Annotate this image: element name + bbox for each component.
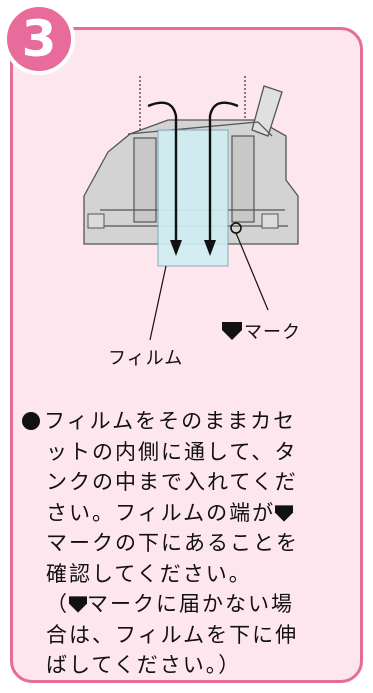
mark-symbol-icon	[222, 322, 242, 340]
mark-symbol-icon	[275, 504, 294, 522]
film-strip	[157, 129, 229, 267]
instruction-line-4: さい。フィルムの端が	[22, 498, 362, 529]
cassette-illustration	[83, 76, 299, 341]
instruction-line-3: ンクの中まで入れてくだ	[46, 470, 298, 494]
instruction-line-6: 確認してください。	[46, 561, 252, 586]
mark-symbol-icon	[69, 596, 87, 613]
instruction-line-5: マークの下にあることを	[46, 531, 299, 555]
instruction-line-1: フィルムをそのままカセ	[22, 406, 362, 437]
instruction-line-7: （マークに届かない場	[46, 592, 294, 616]
lid-flap	[251, 85, 283, 137]
instruction-line-2: ットの内側に通して、タ	[46, 439, 298, 464]
step-number: 3	[21, 10, 57, 68]
step-number-badge: 3	[3, 3, 75, 75]
instruction-line-9: ばしてください。）	[46, 653, 242, 677]
mark-leader-line	[235, 232, 269, 311]
film-label: フィルム	[108, 348, 184, 369]
arrow-right	[208, 101, 239, 244]
arrow-left	[147, 101, 178, 244]
film-leader-line	[149, 265, 167, 341]
mark-label-text: マーク	[244, 322, 301, 343]
instructions-text: フィルムをそのままカセ ットの内側に通して、タ ンクの中まで入れてくだ さい。フ…	[22, 406, 362, 681]
instruction-line-8: 合は、フィルムを下に伸	[46, 622, 299, 647]
bullet-icon	[22, 412, 40, 430]
mark-label: マーク	[222, 318, 301, 344]
